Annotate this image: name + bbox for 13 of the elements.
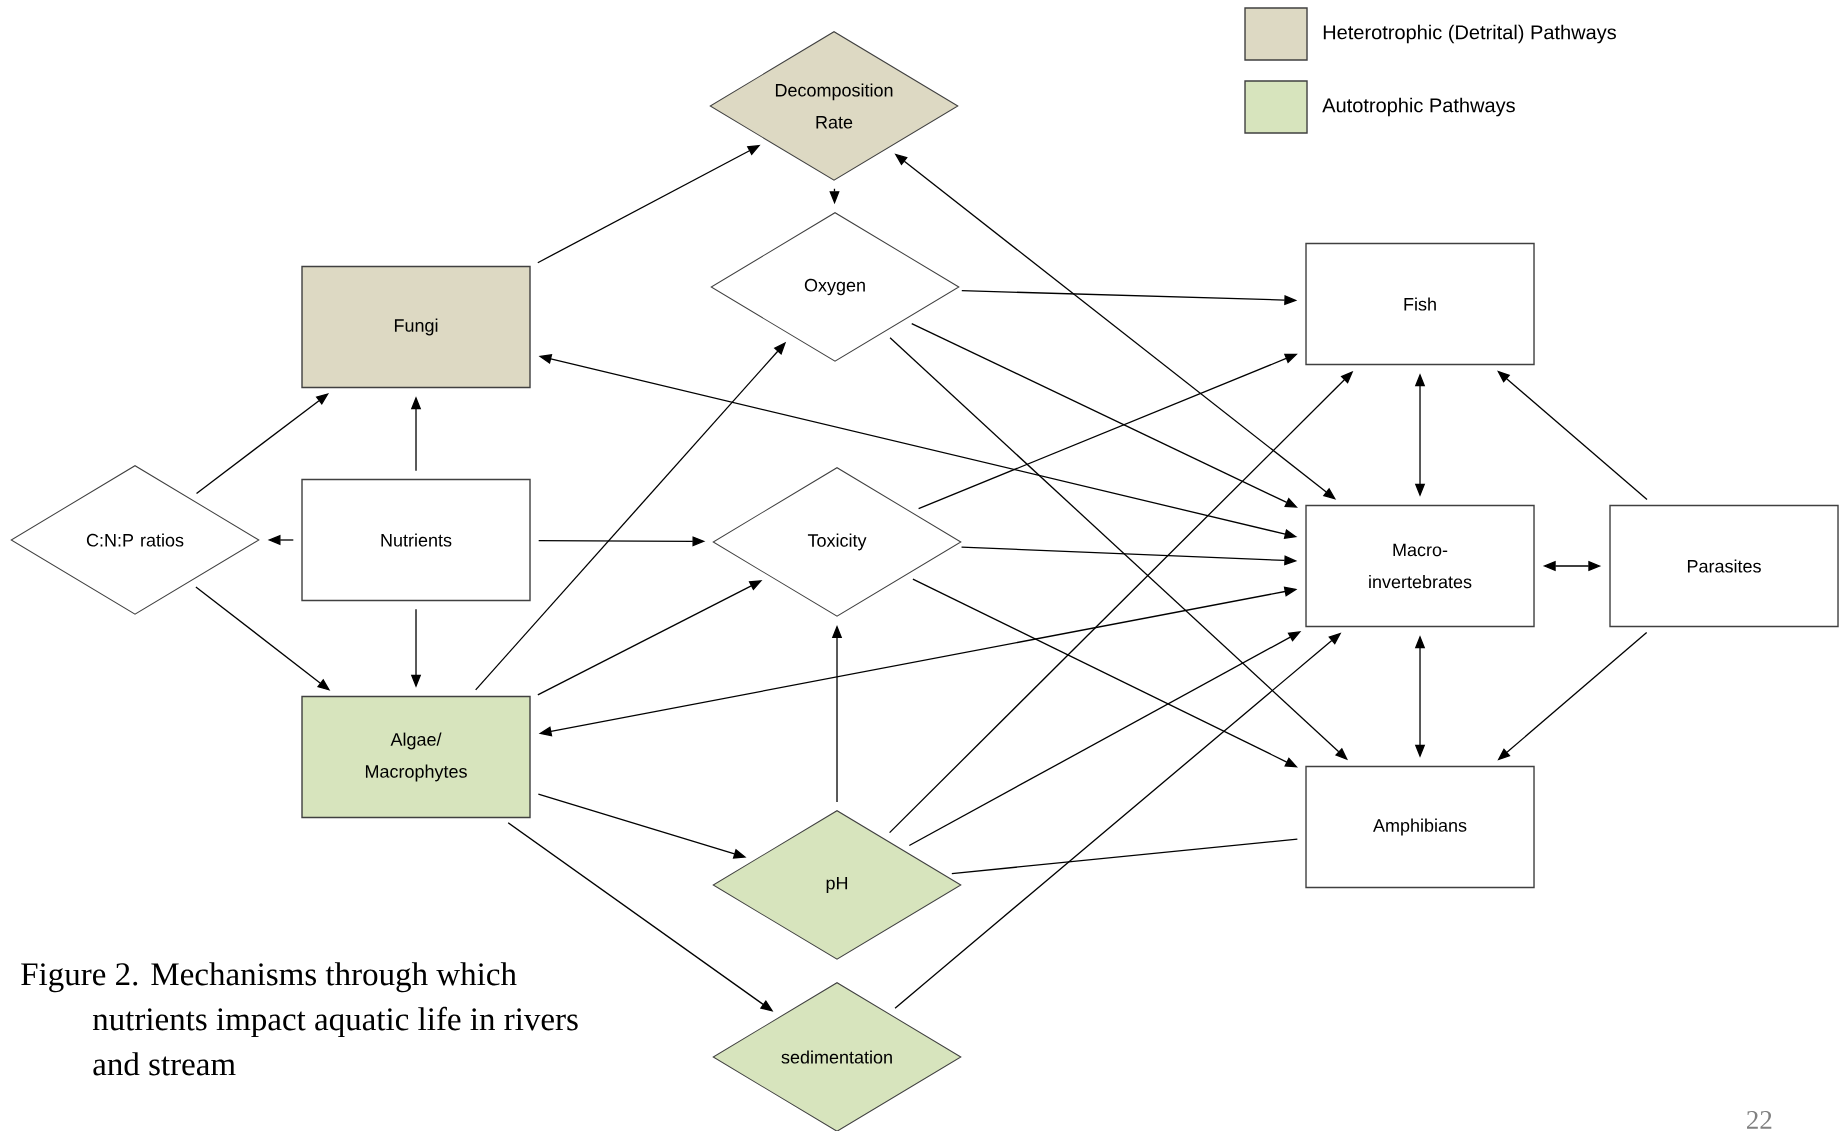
process-box: Parasites	[1609, 504, 1839, 628]
legend-label: Heterotrophic (Detrital) Pathways	[1323, 24, 1616, 44]
process-box: Amphibians	[1305, 765, 1535, 889]
caption: Figure 2. Mechanisms through which nutrients impact aquatic life in rivers and stream	[21, 962, 578, 1076]
process-box: Nutrients	[301, 478, 531, 602]
arrow	[1497, 370, 1648, 501]
process-box: Algae/ Macrophytes	[301, 695, 531, 819]
page-number: 22	[1747, 1110, 1772, 1129]
legend-label: Autotrophic Pathways	[1322, 97, 1515, 117]
process-box: Fungi	[301, 265, 531, 389]
process-box: Macro- invertebrates	[1305, 504, 1535, 628]
connector-line	[951, 838, 1298, 875]
process-box: Fish	[1305, 242, 1535, 366]
